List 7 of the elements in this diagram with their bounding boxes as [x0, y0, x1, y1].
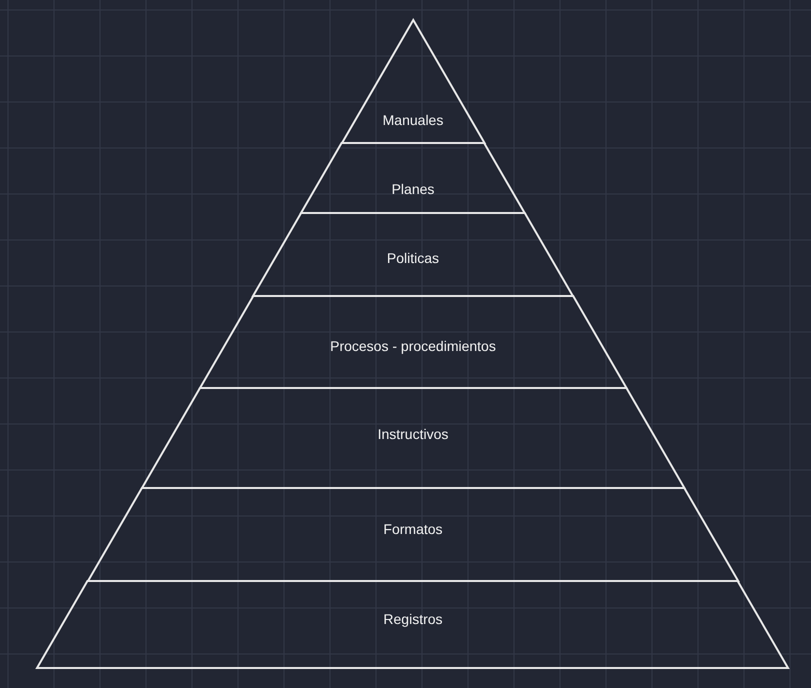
level-label: Formatos — [383, 521, 443, 537]
level-label: Planes — [392, 181, 434, 197]
level-label: Procesos - procedimientos — [330, 338, 496, 354]
level-label: Instructivos — [378, 426, 448, 442]
level-label: Manuales — [382, 112, 444, 128]
level-label: Registros — [383, 611, 443, 627]
level-label: Politicas — [386, 250, 440, 266]
